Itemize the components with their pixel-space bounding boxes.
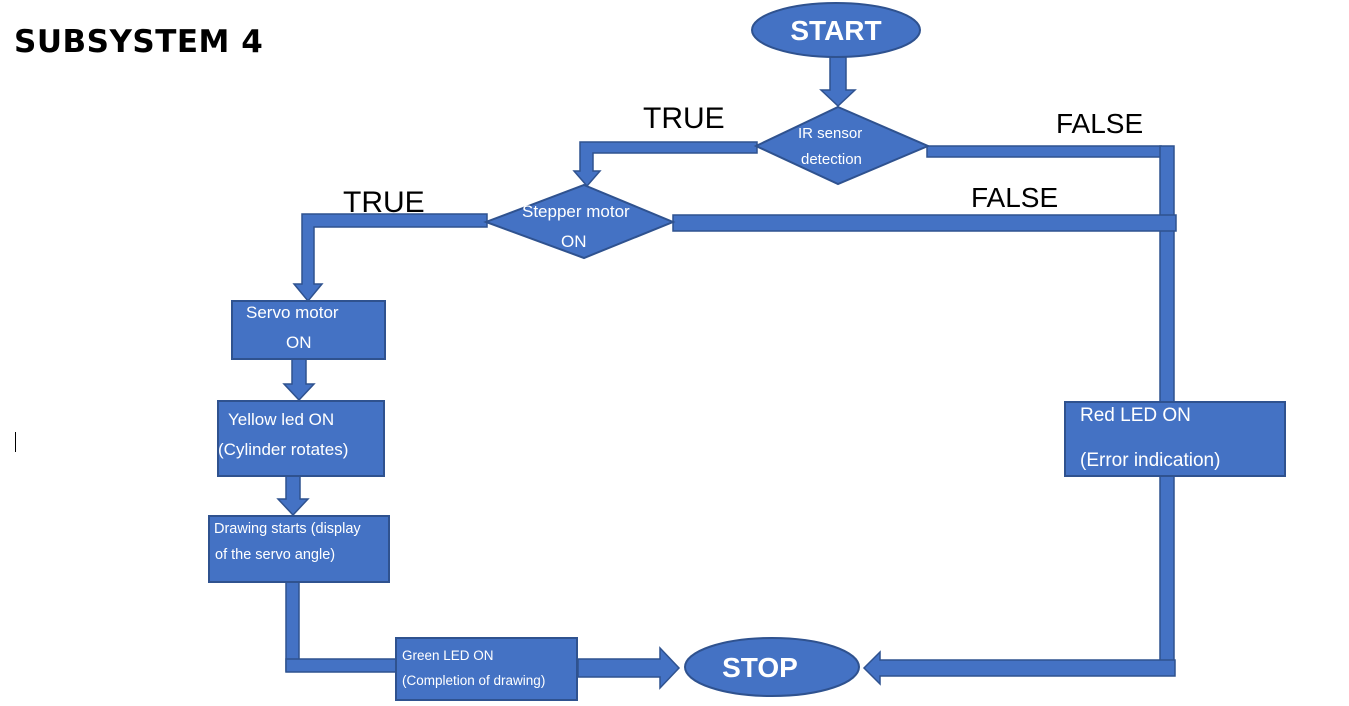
stepper-label-line2: ON <box>561 232 587 251</box>
servo-label-line2: ON <box>286 333 312 352</box>
stop-node: STOP <box>684 637 860 697</box>
green-led-node: Green LED ON (Completion of drawing) <box>395 637 578 701</box>
stepper-decision-node: Stepper motor ON <box>483 183 676 260</box>
ir-label-line1: IR sensor <box>798 125 862 142</box>
line-ir-false <box>926 145 1162 158</box>
line-drawing-down <box>285 581 300 672</box>
edge-label-ir-true: TRUE <box>643 102 725 135</box>
line-red-down <box>1159 475 1175 667</box>
ir-decision-node: IR sensor detection <box>753 105 931 186</box>
yellow-label-line2: (Cylinder rotates) <box>218 440 348 459</box>
yellow-led-node: Yellow led ON (Cylinder rotates) <box>217 400 385 477</box>
green-label-line1: Green LED ON <box>402 648 494 663</box>
arrow-green-to-stop <box>577 646 681 690</box>
servo-label-line1: Servo motor <box>246 303 339 322</box>
red-label-line1: Red LED ON <box>1080 405 1191 426</box>
line-right-vertical-upper <box>1159 145 1175 403</box>
red-label-line2: (Error indication) <box>1080 450 1220 471</box>
servo-node: Servo motor ON <box>231 300 386 360</box>
stepper-label-line1: Stepper motor <box>522 202 630 221</box>
arrow-red-to-stop <box>862 650 1176 686</box>
drawing-node: Drawing starts (display of the servo ang… <box>208 515 390 583</box>
arrow-ir-true-to-stepper <box>572 141 758 188</box>
stop-label: STOP <box>722 652 798 683</box>
start-label: START <box>790 15 881 46</box>
edge-label-stepper-false: FALSE <box>971 182 1058 213</box>
yellow-label-line1: Yellow led ON <box>228 410 334 429</box>
arrow-stepper-true-to-servo <box>292 213 488 303</box>
arrow-start-to-ir <box>819 56 857 108</box>
line-drawing-to-green <box>285 658 397 673</box>
line-stepper-false <box>672 214 1177 232</box>
drawing-label-line2: of the servo angle) <box>215 547 335 563</box>
red-led-node: Red LED ON (Error indication) <box>1064 401 1286 477</box>
start-node: START <box>751 2 921 58</box>
arrow-yellow-to-drawing <box>276 475 310 517</box>
ir-label-line2: detection <box>801 151 862 168</box>
edge-label-stepper-true: TRUE <box>343 186 425 219</box>
text-cursor <box>15 432 16 452</box>
edge-label-ir-false: FALSE <box>1056 108 1143 139</box>
drawing-label-line1: Drawing starts (display <box>214 521 361 537</box>
green-label-line2: (Completion of drawing) <box>402 673 545 688</box>
page-title: SUBSYSTEM 4 <box>14 24 264 60</box>
arrow-servo-to-yellow <box>282 358 316 402</box>
